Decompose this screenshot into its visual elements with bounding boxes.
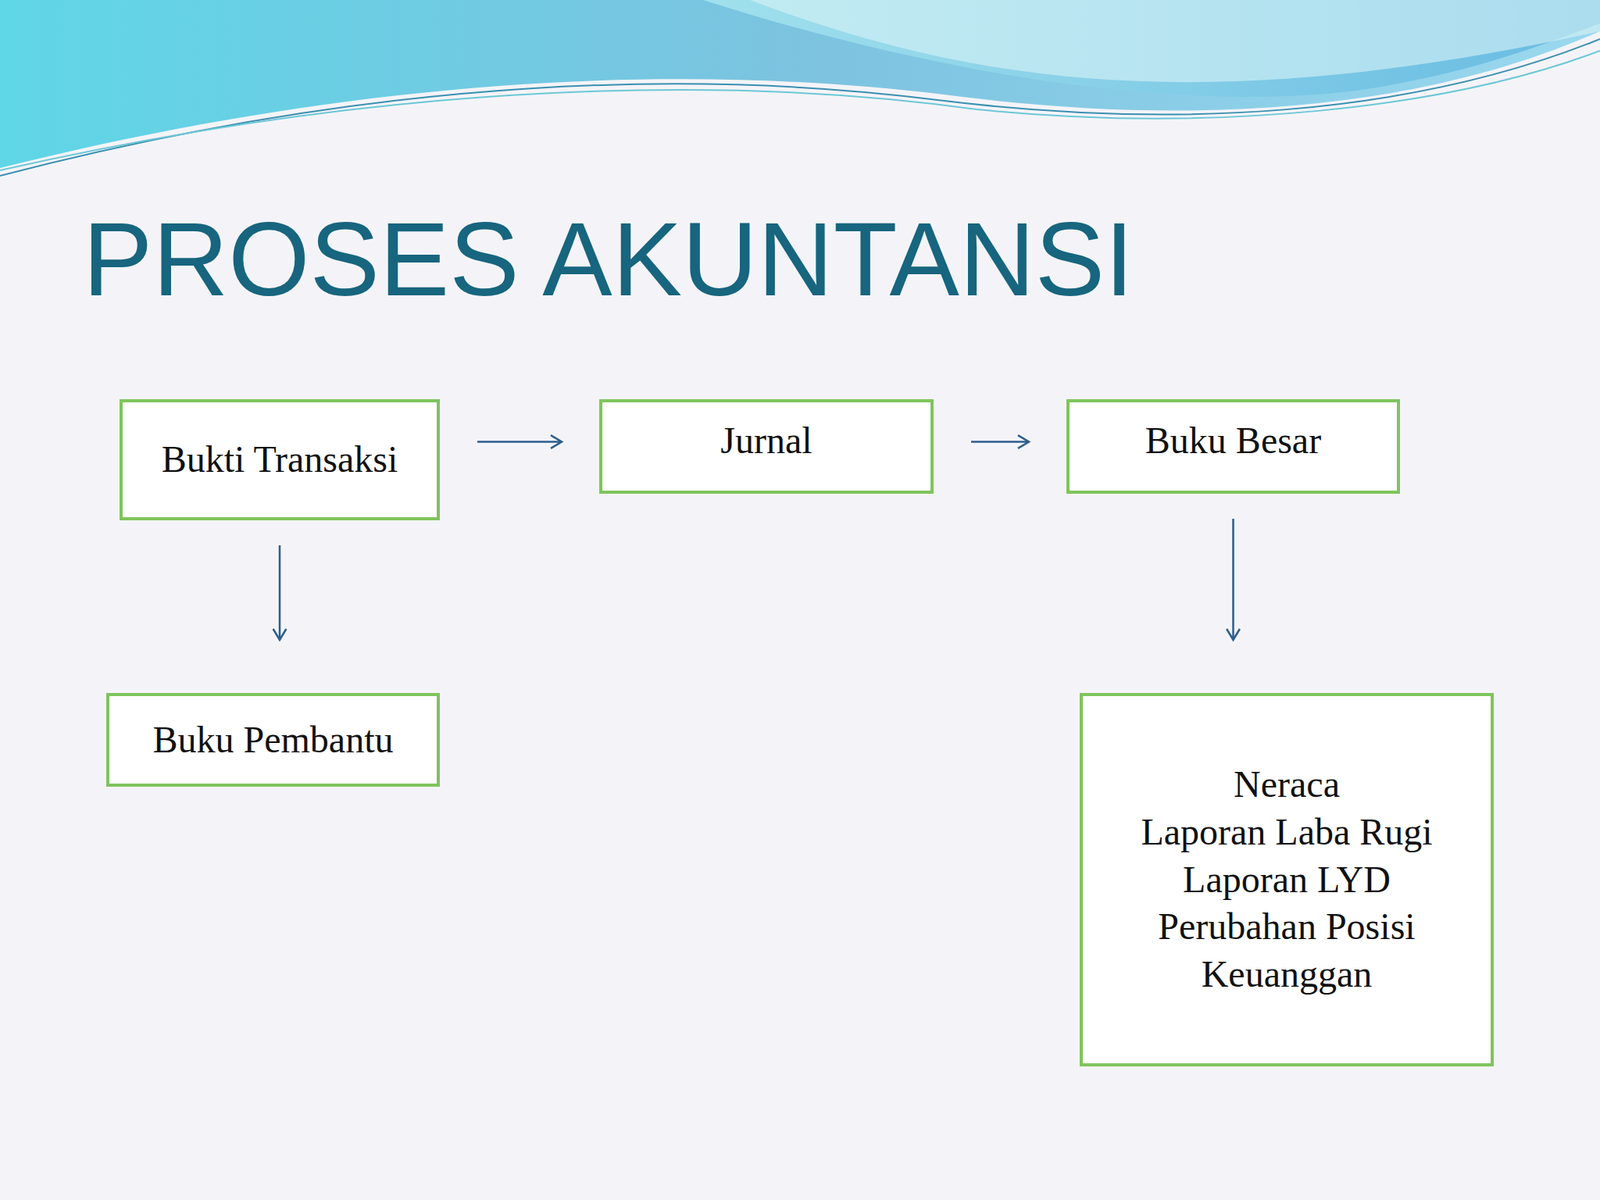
box-label: Jurnal	[720, 417, 812, 465]
box-label: Laporan LYD	[1182, 856, 1391, 904]
box-label: Neraca	[1233, 760, 1340, 809]
process-box: Buku Pembantu	[106, 692, 440, 787]
process-box: Jurnal	[599, 399, 934, 494]
box-label: Buku Pembantu	[153, 716, 394, 765]
box-label: Bukti Transaksi	[161, 435, 399, 484]
slide-title: PROSES AKUNTANSI	[82, 201, 1134, 317]
box-label: Laporan Laba Rugi	[1140, 808, 1433, 857]
process-box: Bukti Transaksi	[119, 399, 440, 521]
header-wave	[0, 0, 1600, 188]
box-label: Buku Besar	[1145, 417, 1322, 465]
box-label: Perubahan Posisi Keuanggan	[1114, 903, 1459, 999]
flow-arrow	[1226, 518, 1240, 640]
flow-arrow	[477, 435, 562, 449]
process-box: Buku Besar	[1066, 399, 1400, 494]
process-box: NeracaLaporan Laba RugiLaporan LYDPeruba…	[1079, 692, 1494, 1067]
flow-arrow	[273, 545, 287, 640]
flow-arrow	[971, 435, 1029, 449]
